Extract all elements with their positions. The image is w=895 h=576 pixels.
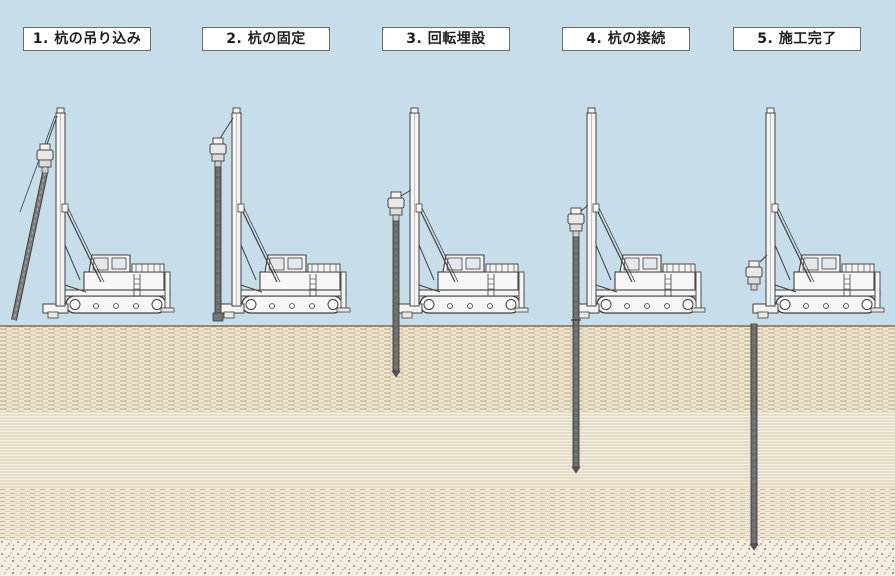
- step4-machine: [567, 107, 706, 474]
- step-number: 2.: [226, 31, 243, 47]
- step3-machine: [387, 107, 529, 378]
- step-label-1: 1. 杭の吊り込み: [23, 27, 151, 51]
- step-text: 杭の接続: [607, 31, 666, 47]
- step-number: 3.: [406, 31, 423, 47]
- step-text: 杭の固定: [247, 31, 306, 47]
- ground: [0, 325, 895, 576]
- step-label-3: 3. 回転埋設: [382, 27, 510, 51]
- step-text: 施工完了: [778, 31, 837, 47]
- step-text: 回転埋設: [427, 31, 486, 47]
- step-label-4: 4. 杭の接続: [562, 27, 690, 51]
- step2-machine: [209, 107, 351, 322]
- step-number: 4.: [586, 31, 603, 47]
- step-label-2: 2. 杭の固定: [202, 27, 330, 51]
- step5-machine: [745, 107, 885, 551]
- step-number: 1.: [32, 31, 49, 47]
- step-text: 杭の吊り込み: [54, 31, 142, 47]
- step1-machine: [11, 107, 175, 321]
- step-number: 5.: [757, 31, 774, 47]
- step-label-5: 5. 施工完了: [733, 27, 861, 51]
